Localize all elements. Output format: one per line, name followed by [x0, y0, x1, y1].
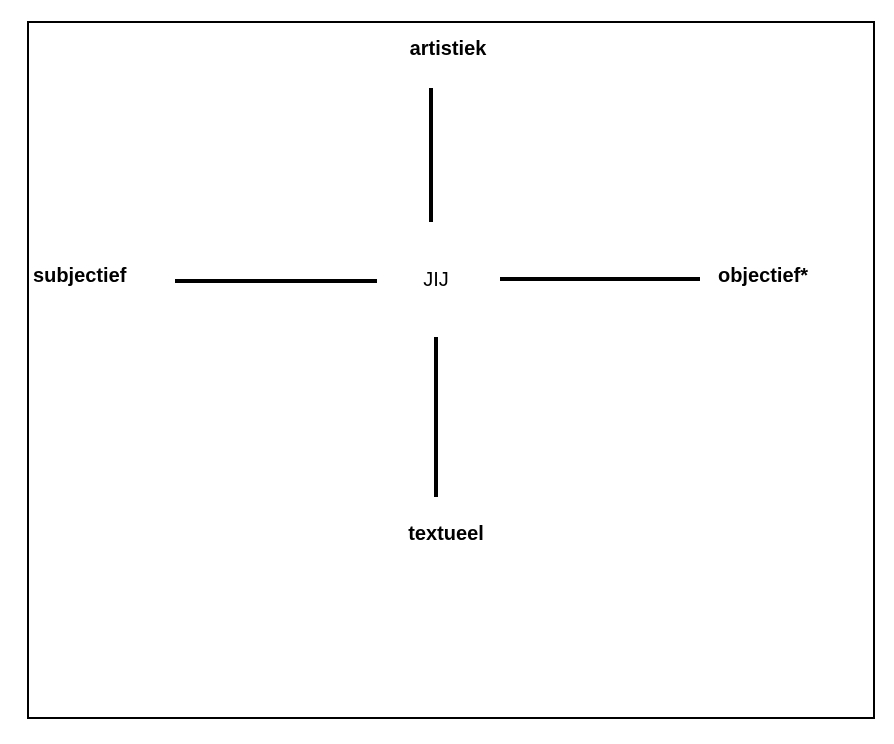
axis-label-objectief: objectief*	[718, 265, 809, 287]
axis-label-textueel: textueel	[408, 523, 484, 545]
axis-label-subjectief: subjectief	[33, 265, 127, 287]
axis-line-top	[429, 88, 433, 222]
axis-line-bottom	[434, 337, 438, 497]
axis-line-left	[175, 279, 377, 283]
center-label-jij: JIJ	[423, 269, 449, 291]
diagram-frame	[27, 21, 875, 719]
axis-label-artistiek: artistiek	[409, 38, 487, 60]
axis-line-right	[500, 277, 700, 281]
